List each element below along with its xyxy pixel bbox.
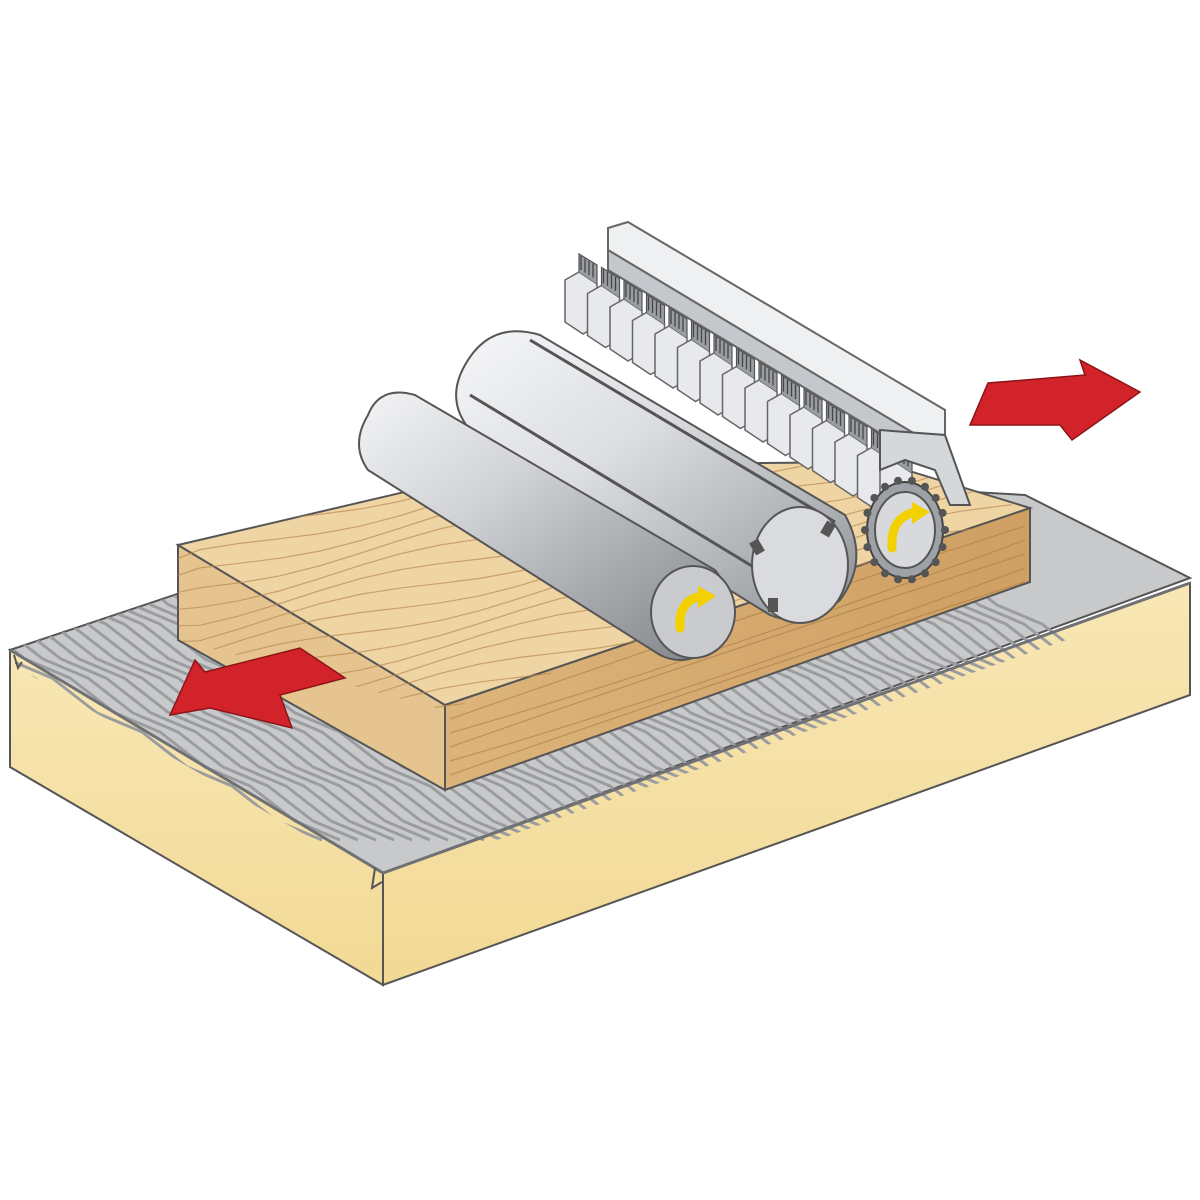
outfeed-roller-end bbox=[650, 565, 736, 659]
rotation-arrow-infeed bbox=[887, 502, 930, 553]
cutter-head bbox=[455, 330, 858, 624]
chip-breaker-bracket bbox=[879, 428, 972, 506]
feed-out-arrow bbox=[168, 647, 347, 730]
feed-in-arrow bbox=[968, 358, 1142, 442]
rotation-arrow-outfeed bbox=[675, 586, 716, 633]
cutter-head-end bbox=[751, 506, 849, 624]
chip-breaker bbox=[564, 220, 972, 524]
infeed-roller bbox=[861, 476, 949, 584]
outfeed-roller bbox=[358, 391, 736, 661]
